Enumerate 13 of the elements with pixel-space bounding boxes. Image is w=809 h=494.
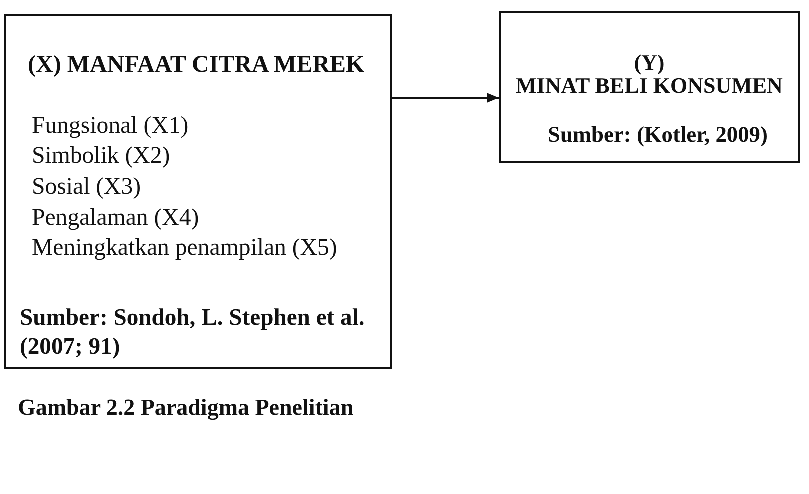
source-note: Sumber: Sondoh, L. Stephen et al. (2007; 91) <box>20 304 366 362</box>
variable-heading: (X) MANFAAT CITRA MEREK <box>28 51 365 79</box>
variable-box <box>499 11 800 163</box>
arrow <box>392 93 499 103</box>
indicator-item: Meningkatkan penampilan (X5) <box>32 234 338 264</box>
variable-heading: (Y) MINAT BELI KONSUMEN <box>515 50 784 96</box>
indicator-item: Simbolik (X2) <box>32 142 170 172</box>
indicator-item: Sosial (X3) <box>32 173 142 202</box>
figure-caption: Gambar 2.2 Paradigma Penelitian <box>18 395 354 421</box>
indicator-item: Fungsional (X1) <box>32 112 189 141</box>
source-note: Sumber: (Kotler, 2009) <box>548 123 768 147</box>
indicator-item: Pengalaman (X4) <box>32 204 200 233</box>
variable-box <box>4 14 392 369</box>
